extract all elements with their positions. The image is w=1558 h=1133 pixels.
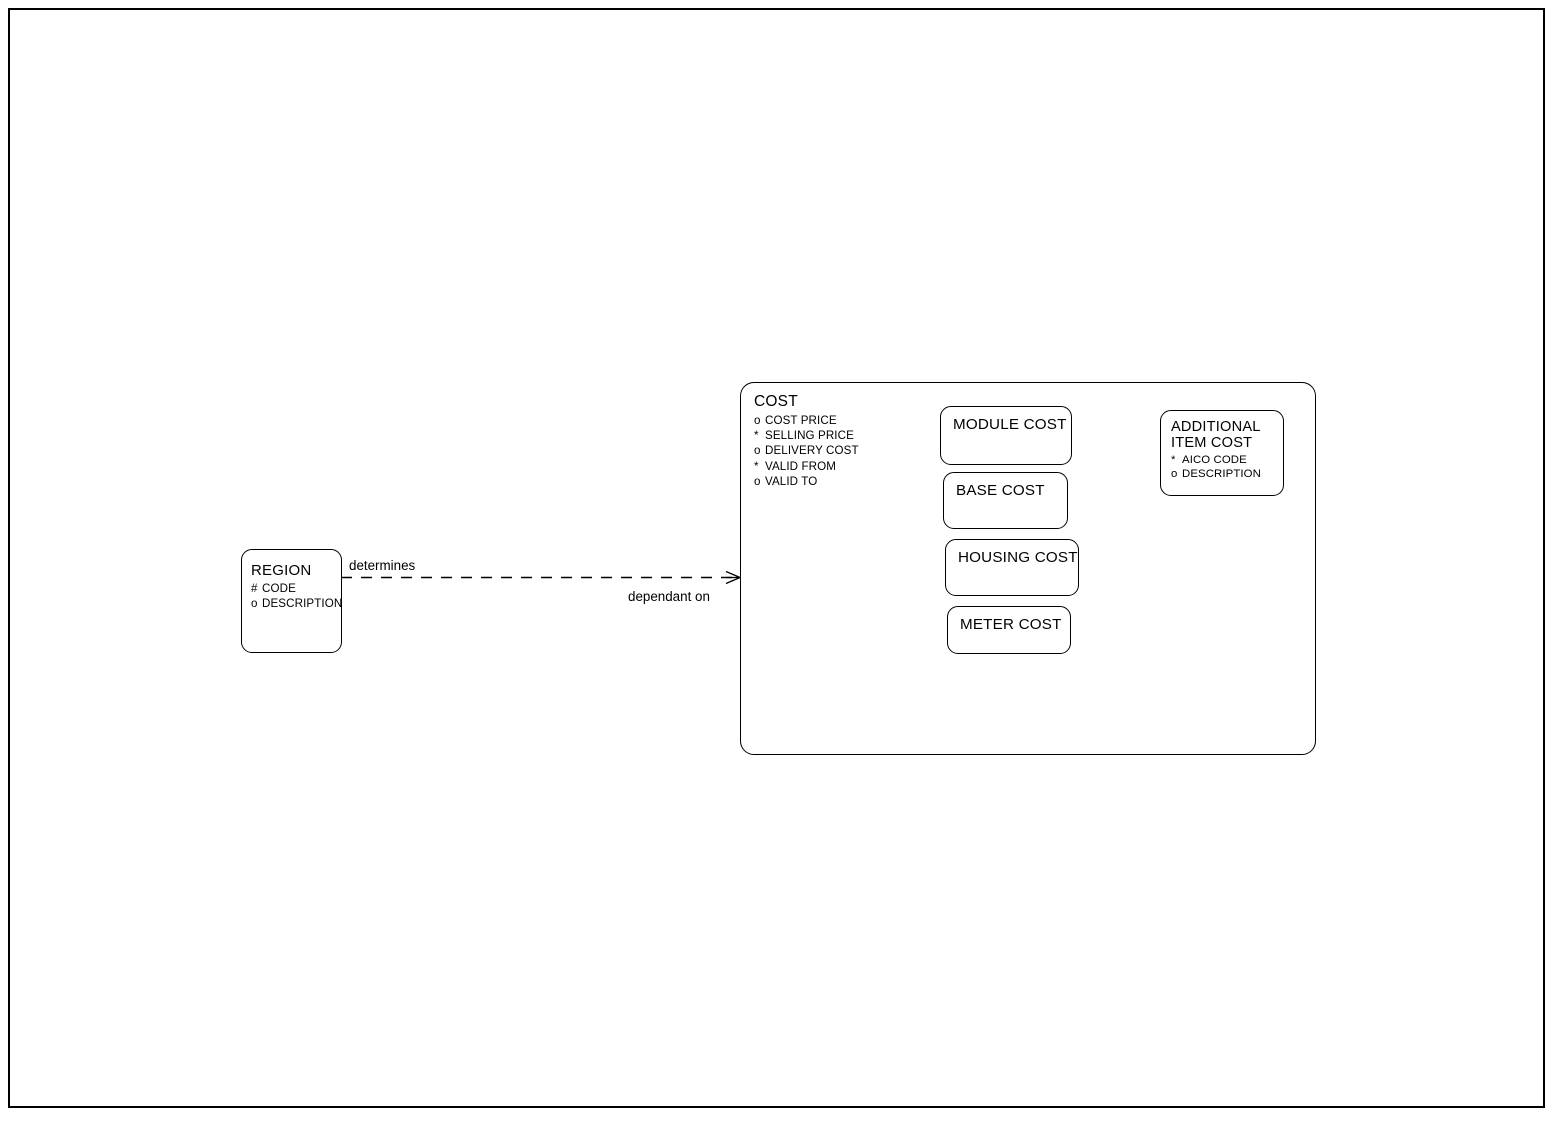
attribute-valid-to: o VALID TO	[754, 474, 1315, 489]
entity-region[interactable]: REGION # CODE o DESCRIPTION	[241, 549, 342, 653]
attribute-label: VALID FROM	[765, 459, 836, 473]
entity-additional-item-cost-title-line2: ITEM COST	[1171, 435, 1253, 452]
relationship-line-region-cost[interactable]	[336, 560, 746, 600]
attribute-marker-optional: o	[754, 444, 761, 458]
attribute-marker-mandatory: *	[754, 459, 759, 473]
attribute-valid-from: * VALID FROM	[754, 459, 1315, 474]
entity-base-cost-title: BASE COST	[956, 482, 1045, 499]
entity-meter-cost-content: METER COST	[948, 607, 1070, 633]
entity-region-attributes: # CODE o DESCRIPTION	[251, 581, 341, 611]
crows-foot-icon	[725, 570, 741, 585]
attribute-marker-optional: o	[251, 597, 258, 611]
entity-cost-title: COST	[754, 393, 798, 410]
attribute-label: DESCRIPTION	[1182, 468, 1261, 481]
page-border-frame	[8, 8, 1545, 1108]
entity-base-cost-content: BASE COST	[944, 473, 1067, 499]
attribute-marker-optional: o	[1171, 468, 1178, 481]
attribute-aico-code: * AICO CODE	[1171, 453, 1283, 468]
attribute-region-code: # CODE	[251, 581, 341, 596]
attribute-label: VALID TO	[765, 474, 818, 488]
attribute-marker-optional: o	[754, 474, 761, 488]
attribute-label: DELIVERY COST	[765, 444, 859, 458]
attribute-marker-mandatory: *	[754, 429, 759, 443]
entity-additional-item-cost-title-line1: ADDITIONAL	[1171, 419, 1261, 435]
entity-additional-item-cost[interactable]: ADDITIONAL ITEM COST * AICO CODE o DESCRIP…	[1160, 410, 1284, 496]
attribute-label: AICO CODE	[1182, 453, 1247, 466]
entity-module-cost-title: MODULE COST	[953, 416, 1067, 433]
entity-meter-cost-title: METER COST	[960, 616, 1062, 633]
entity-base-cost[interactable]: BASE COST	[943, 472, 1068, 529]
relationship-label-dependant-on: dependant on	[628, 589, 710, 604]
attribute-selling-price: * SELLING PRICE	[754, 428, 1315, 443]
attribute-aico-description: o DESCRIPTION	[1171, 467, 1283, 482]
entity-module-cost[interactable]: MODULE COST	[940, 406, 1072, 465]
entity-module-cost-content: MODULE COST	[941, 407, 1071, 433]
entity-additional-item-cost-attributes: * AICO CODE o DESCRIPTION	[1171, 453, 1283, 482]
attribute-label: CODE	[262, 582, 296, 595]
entity-housing-cost-content: HOUSING COST	[946, 540, 1078, 566]
attribute-label: SELLING PRICE	[765, 429, 854, 443]
entity-housing-cost-title: HOUSING COST	[958, 549, 1078, 566]
entity-meter-cost[interactable]: METER COST	[947, 606, 1071, 654]
attribute-label: COST PRICE	[765, 414, 837, 427]
attribute-marker-mandatory: *	[1171, 453, 1176, 466]
entity-region-content: REGION # CODE o DESCRIPTION	[242, 550, 341, 611]
relationship-label-determines: determines	[349, 558, 416, 573]
attribute-marker-optional: o	[754, 414, 761, 427]
entity-region-title: REGION	[251, 562, 312, 579]
attribute-label: DESCRIPTION	[262, 597, 342, 611]
attribute-cost-price: o COST PRICE	[754, 413, 1315, 428]
attribute-delivery-cost: o DELIVERY COST	[754, 443, 1315, 458]
attribute-marker-mandatory-key: #	[251, 582, 258, 595]
entity-additional-item-cost-content: ADDITIONAL ITEM COST * AICO CODE o DESCRIP…	[1161, 411, 1283, 482]
attribute-region-description: o DESCRIPTION	[251, 596, 341, 611]
entity-housing-cost[interactable]: HOUSING COST	[945, 539, 1079, 596]
